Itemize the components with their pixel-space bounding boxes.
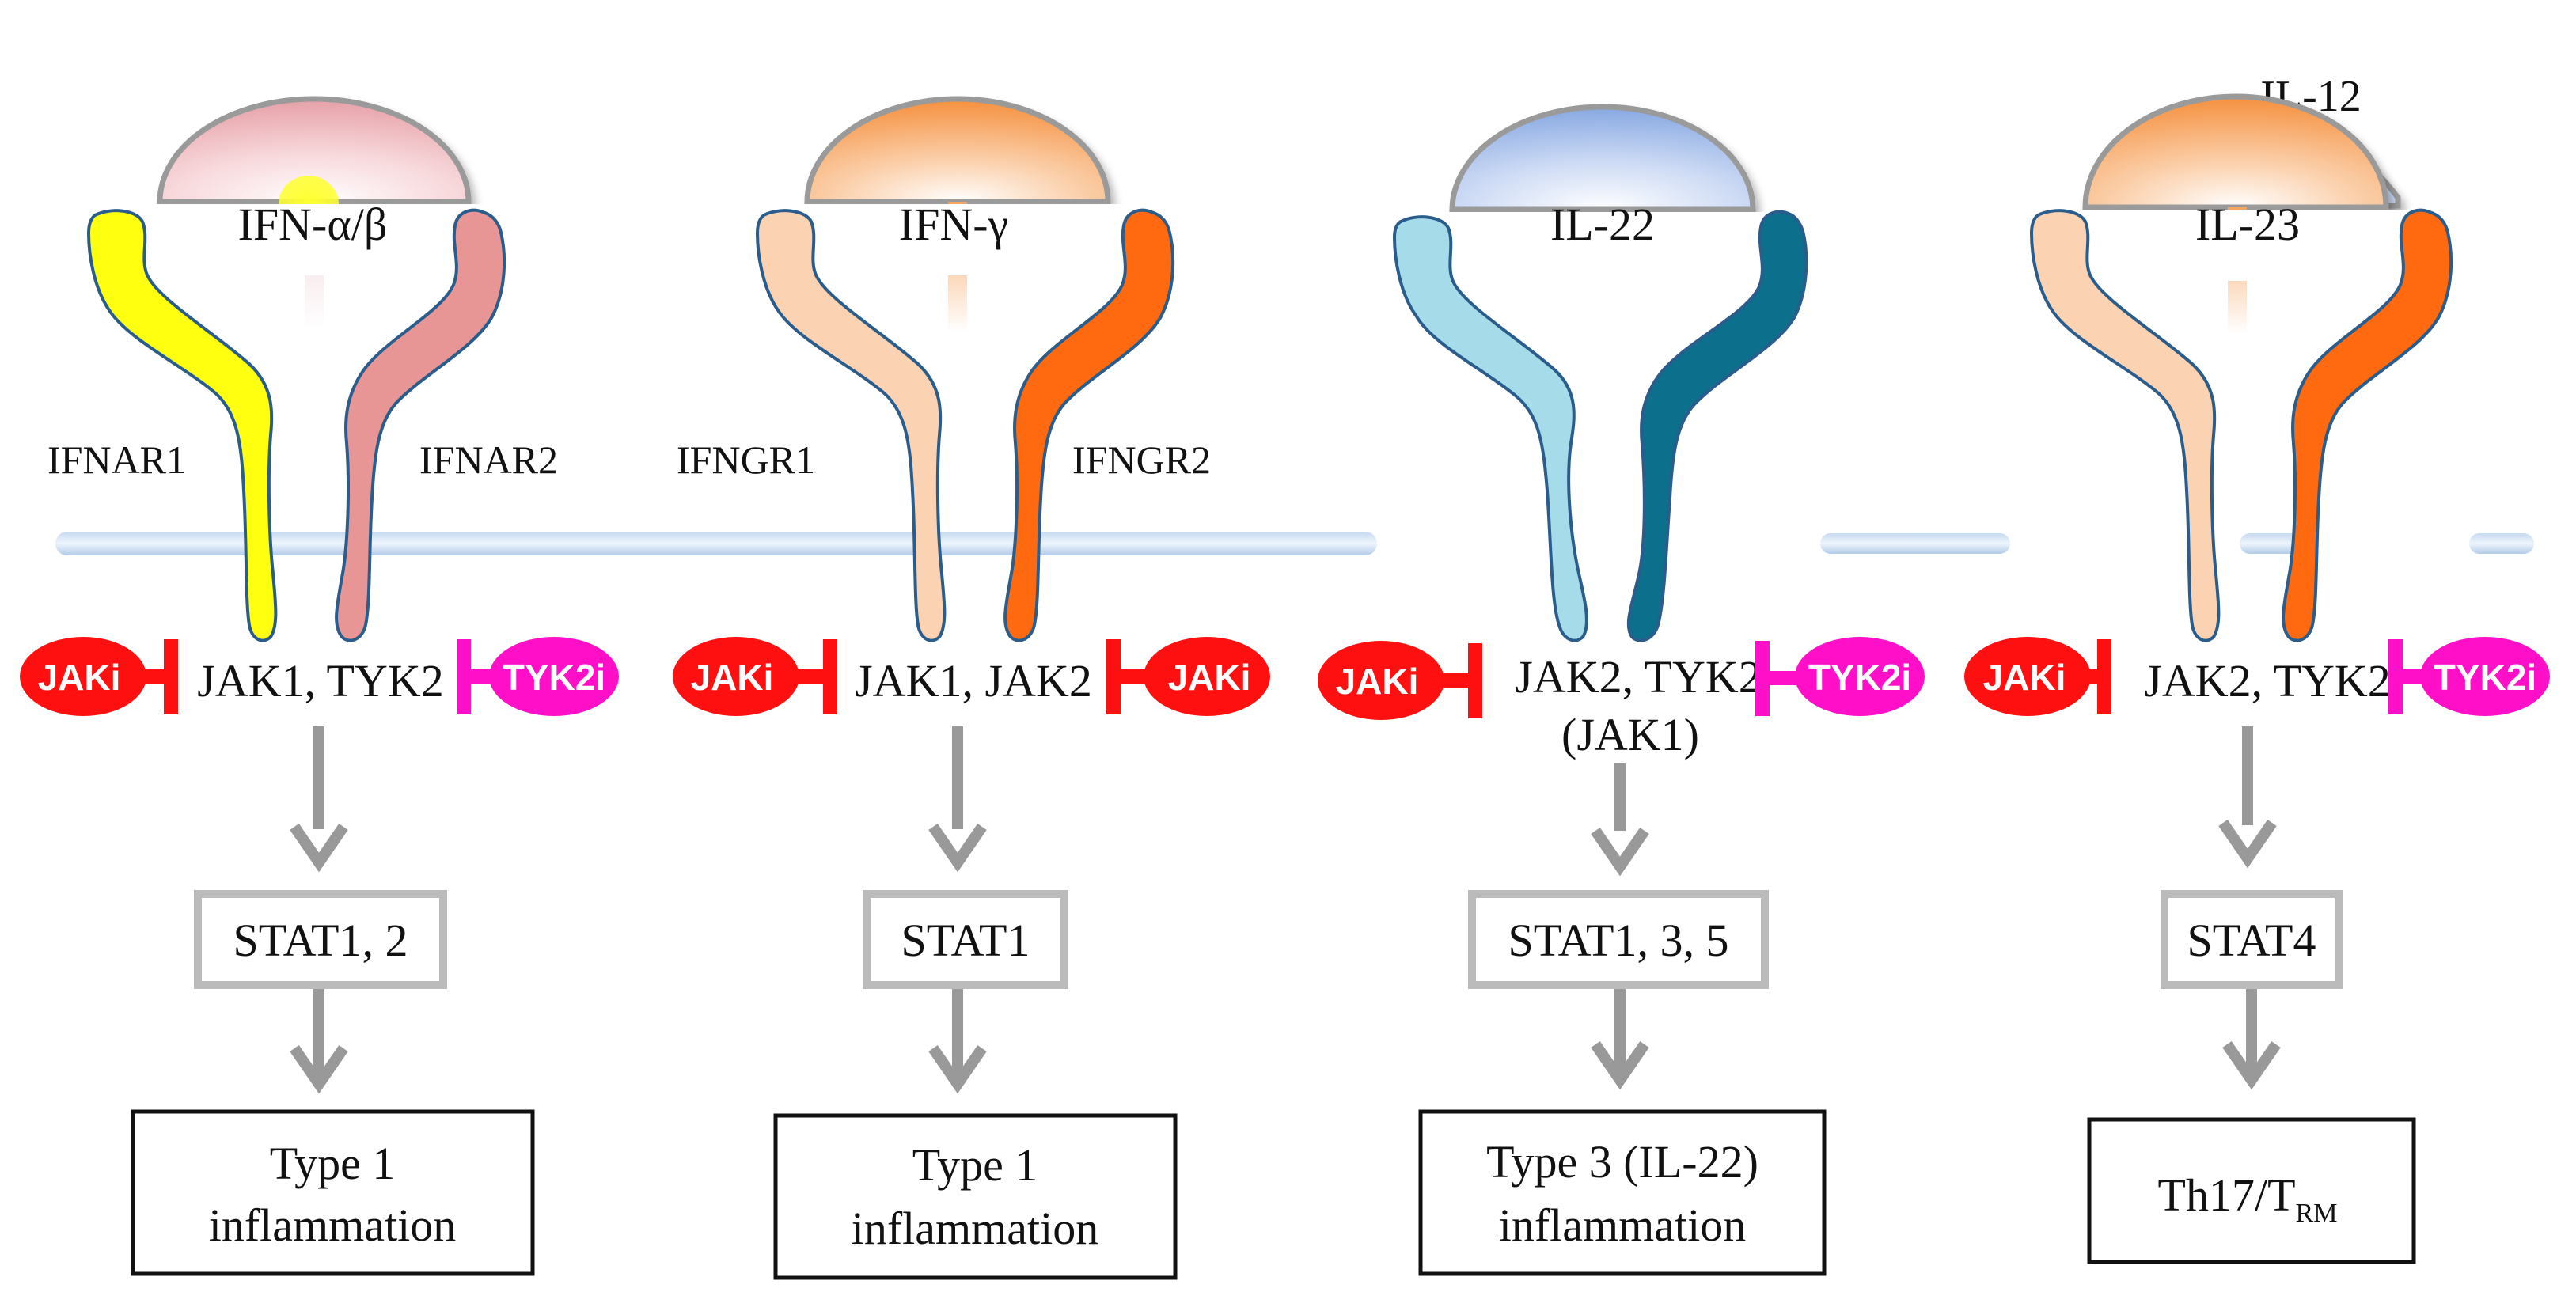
outcome-box (773, 1113, 1178, 1280)
outcome-label: Th17/TRM (2158, 1169, 2338, 1228)
receptor-il22-right-shape (1626, 210, 1808, 642)
outcome-line1: Type 3 (IL-22) (1486, 1136, 1758, 1188)
tyk2-inhibitor-badge: TYK2i (2388, 637, 2550, 716)
receptor-right-label: IFNAR2 (419, 438, 558, 482)
jak-inhibitor-badge: JAKi (673, 637, 837, 716)
outcome-line2: inflammation (852, 1203, 1099, 1254)
stat-label: STAT1 (901, 915, 1030, 966)
outcome-box (1418, 1109, 1827, 1276)
stat-box (194, 890, 447, 989)
kinases-label: JAK1, TYK2 (197, 655, 444, 707)
cell-membrane (55, 532, 2534, 555)
svg-text:JAKi: JAKi (1168, 657, 1251, 698)
jak-inhibitor-badge: JAKi (1964, 637, 2111, 716)
pathway-il-22: IL-22 JAKi JAK2, TYK2 (JAK1) TYK2i STAT1… (1318, 104, 1925, 1276)
svg-text:TYK2i: TYK2i (503, 657, 605, 698)
receptor-ifngr1-shape (755, 209, 947, 642)
outcome-box (2087, 1117, 2416, 1264)
receptor-left-label: IFNAR1 (47, 438, 186, 482)
stat-box (863, 890, 1068, 989)
receptor-ifnar1-shape (86, 209, 278, 642)
cytokine-il-23-shape (2066, 93, 2414, 334)
outcome-line2: inflammation (209, 1199, 457, 1251)
stat-label: STAT1, 3, 5 (1508, 915, 1729, 966)
svg-text:JAKi: JAKi (1983, 657, 2066, 698)
arrow-to-outcome (928, 989, 987, 1094)
receptor-left-label: IFNGR1 (677, 438, 815, 482)
tyk2-inhibitor-badge: TYK2i (1755, 637, 1925, 716)
arrow-to-stat (1591, 763, 1649, 877)
svg-text:TYK2i: TYK2i (2434, 657, 2536, 698)
outcome-line2: inflammation (1499, 1199, 1747, 1251)
arrow-to-stat (290, 726, 348, 873)
stat-box (2161, 890, 2343, 989)
arrow-to-outcome (2222, 989, 2281, 1090)
svg-text:JAKi: JAKi (38, 657, 121, 698)
stat-label: STAT1, 2 (233, 915, 408, 966)
arrow-to-outcome (290, 989, 348, 1094)
kinases-label: JAK2, TYK2 (1515, 651, 1762, 703)
outcome-line1: Type 1 (270, 1138, 396, 1189)
receptor-il23-right-shape (2282, 208, 2453, 642)
cytokine-label: IFN-γ (899, 199, 1008, 250)
cytokine-ifn-gamma-shape (783, 96, 1132, 332)
arrow-to-stat (2218, 726, 2277, 869)
pathway-il-23: IL-12 IL-23 JAKi JAK2, TYK2 TYK2i STA (1964, 72, 2550, 1264)
pathway-ifn-gamma: IFN-γ IFNGR1 IFNGR2 JAKi JAK1, JAK2 JAKi… (673, 96, 1270, 1280)
receptor-il22-left-shape (1392, 215, 1588, 642)
cytokine-label: IFN-α/β (238, 199, 388, 250)
jak-inhibitor-badge-right: JAKi (1106, 637, 1270, 716)
receptor-right-label: IFNGR2 (1072, 438, 1211, 482)
pathway-ifn-alpha-beta: IFN-α/β IFNAR1 IFNAR2 JAKi JAK1, TYK2 TY… (20, 96, 619, 1276)
receptor-il23-left-shape (2029, 209, 2221, 642)
cytokine-il-22-shape (1425, 104, 1789, 267)
svg-text:TYK2i: TYK2i (1808, 657, 1911, 698)
outcome-box (131, 1109, 535, 1276)
receptor-ifngr2-shape (1003, 208, 1175, 642)
cytokine-ifn-alpha-beta-shape (127, 96, 499, 328)
stat-label: STAT4 (2187, 915, 2316, 966)
stat-box (1468, 890, 1769, 989)
outcome-subscript: RM (2296, 1199, 2338, 1228)
outcome-main: Th17/T (2158, 1169, 2296, 1221)
jak-inhibitor-badge: JAKi (20, 637, 178, 716)
receptor-ifnar2-shape (335, 208, 506, 642)
svg-text:JAKi: JAKi (1336, 661, 1419, 702)
arrow-to-outcome (1591, 989, 1649, 1090)
arrow-to-stat (928, 726, 987, 873)
kinases-label: JAK1, JAK2 (855, 655, 1092, 707)
kinases-label: JAK2, TYK2 (2144, 655, 2391, 707)
jak-inhibitor-badge: JAKi (1318, 641, 1482, 720)
kinases-extra-label: (JAK1) (1561, 709, 1699, 760)
cytokine-label: IL-23 (2195, 199, 2300, 250)
svg-text:JAKi: JAKi (691, 657, 774, 698)
cytokine-label: IL-22 (1550, 199, 1655, 250)
tyk2-inhibitor-badge: TYK2i (457, 637, 619, 716)
outcome-line1: Type 1 (912, 1139, 1038, 1191)
